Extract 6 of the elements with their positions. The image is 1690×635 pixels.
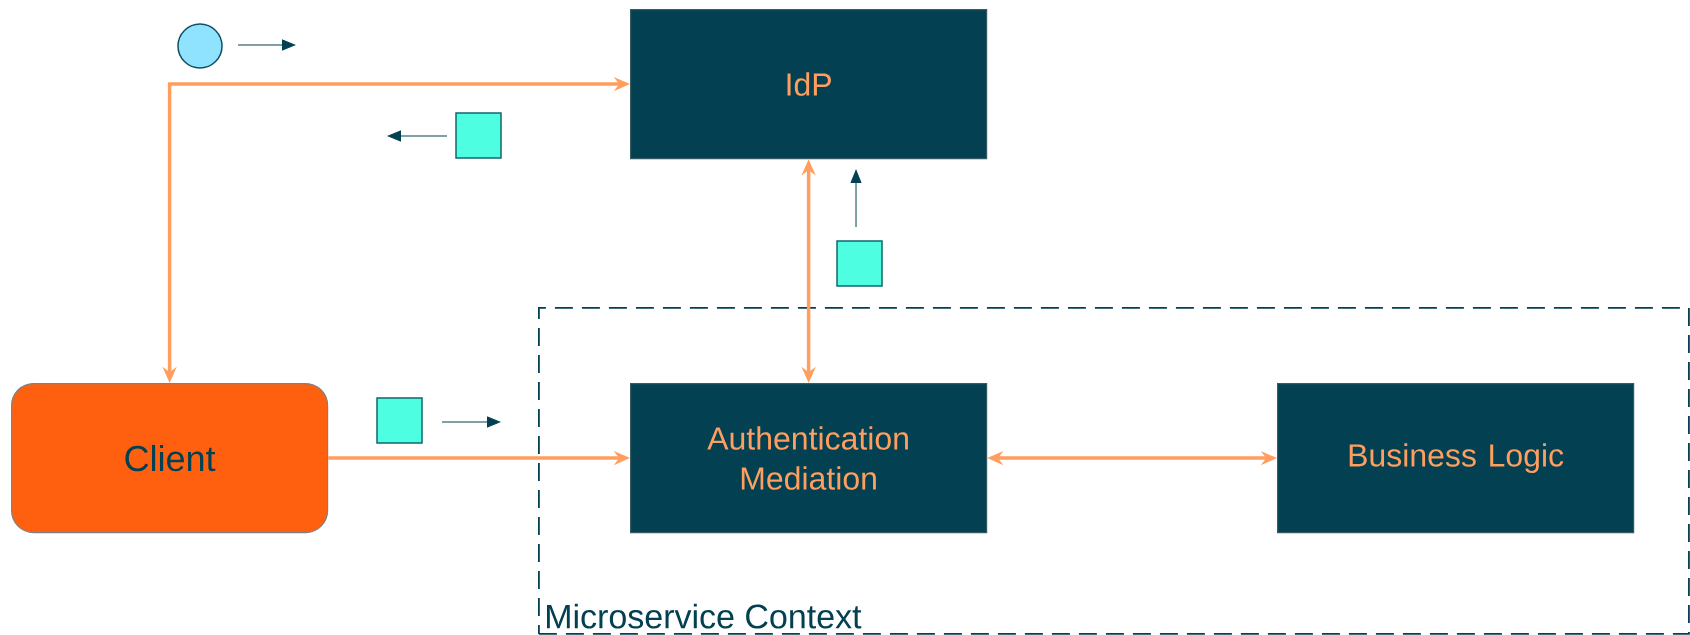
- service-box: Business Logic: [1277, 383, 1635, 534]
- context-boundary: [538, 307, 1690, 635]
- service-box: IdP: [630, 9, 988, 160]
- context-label: Microservice Context: [547, 603, 862, 629]
- client-box: Client: [11, 383, 329, 534]
- service-box: Authentication Mediation: [630, 383, 988, 534]
